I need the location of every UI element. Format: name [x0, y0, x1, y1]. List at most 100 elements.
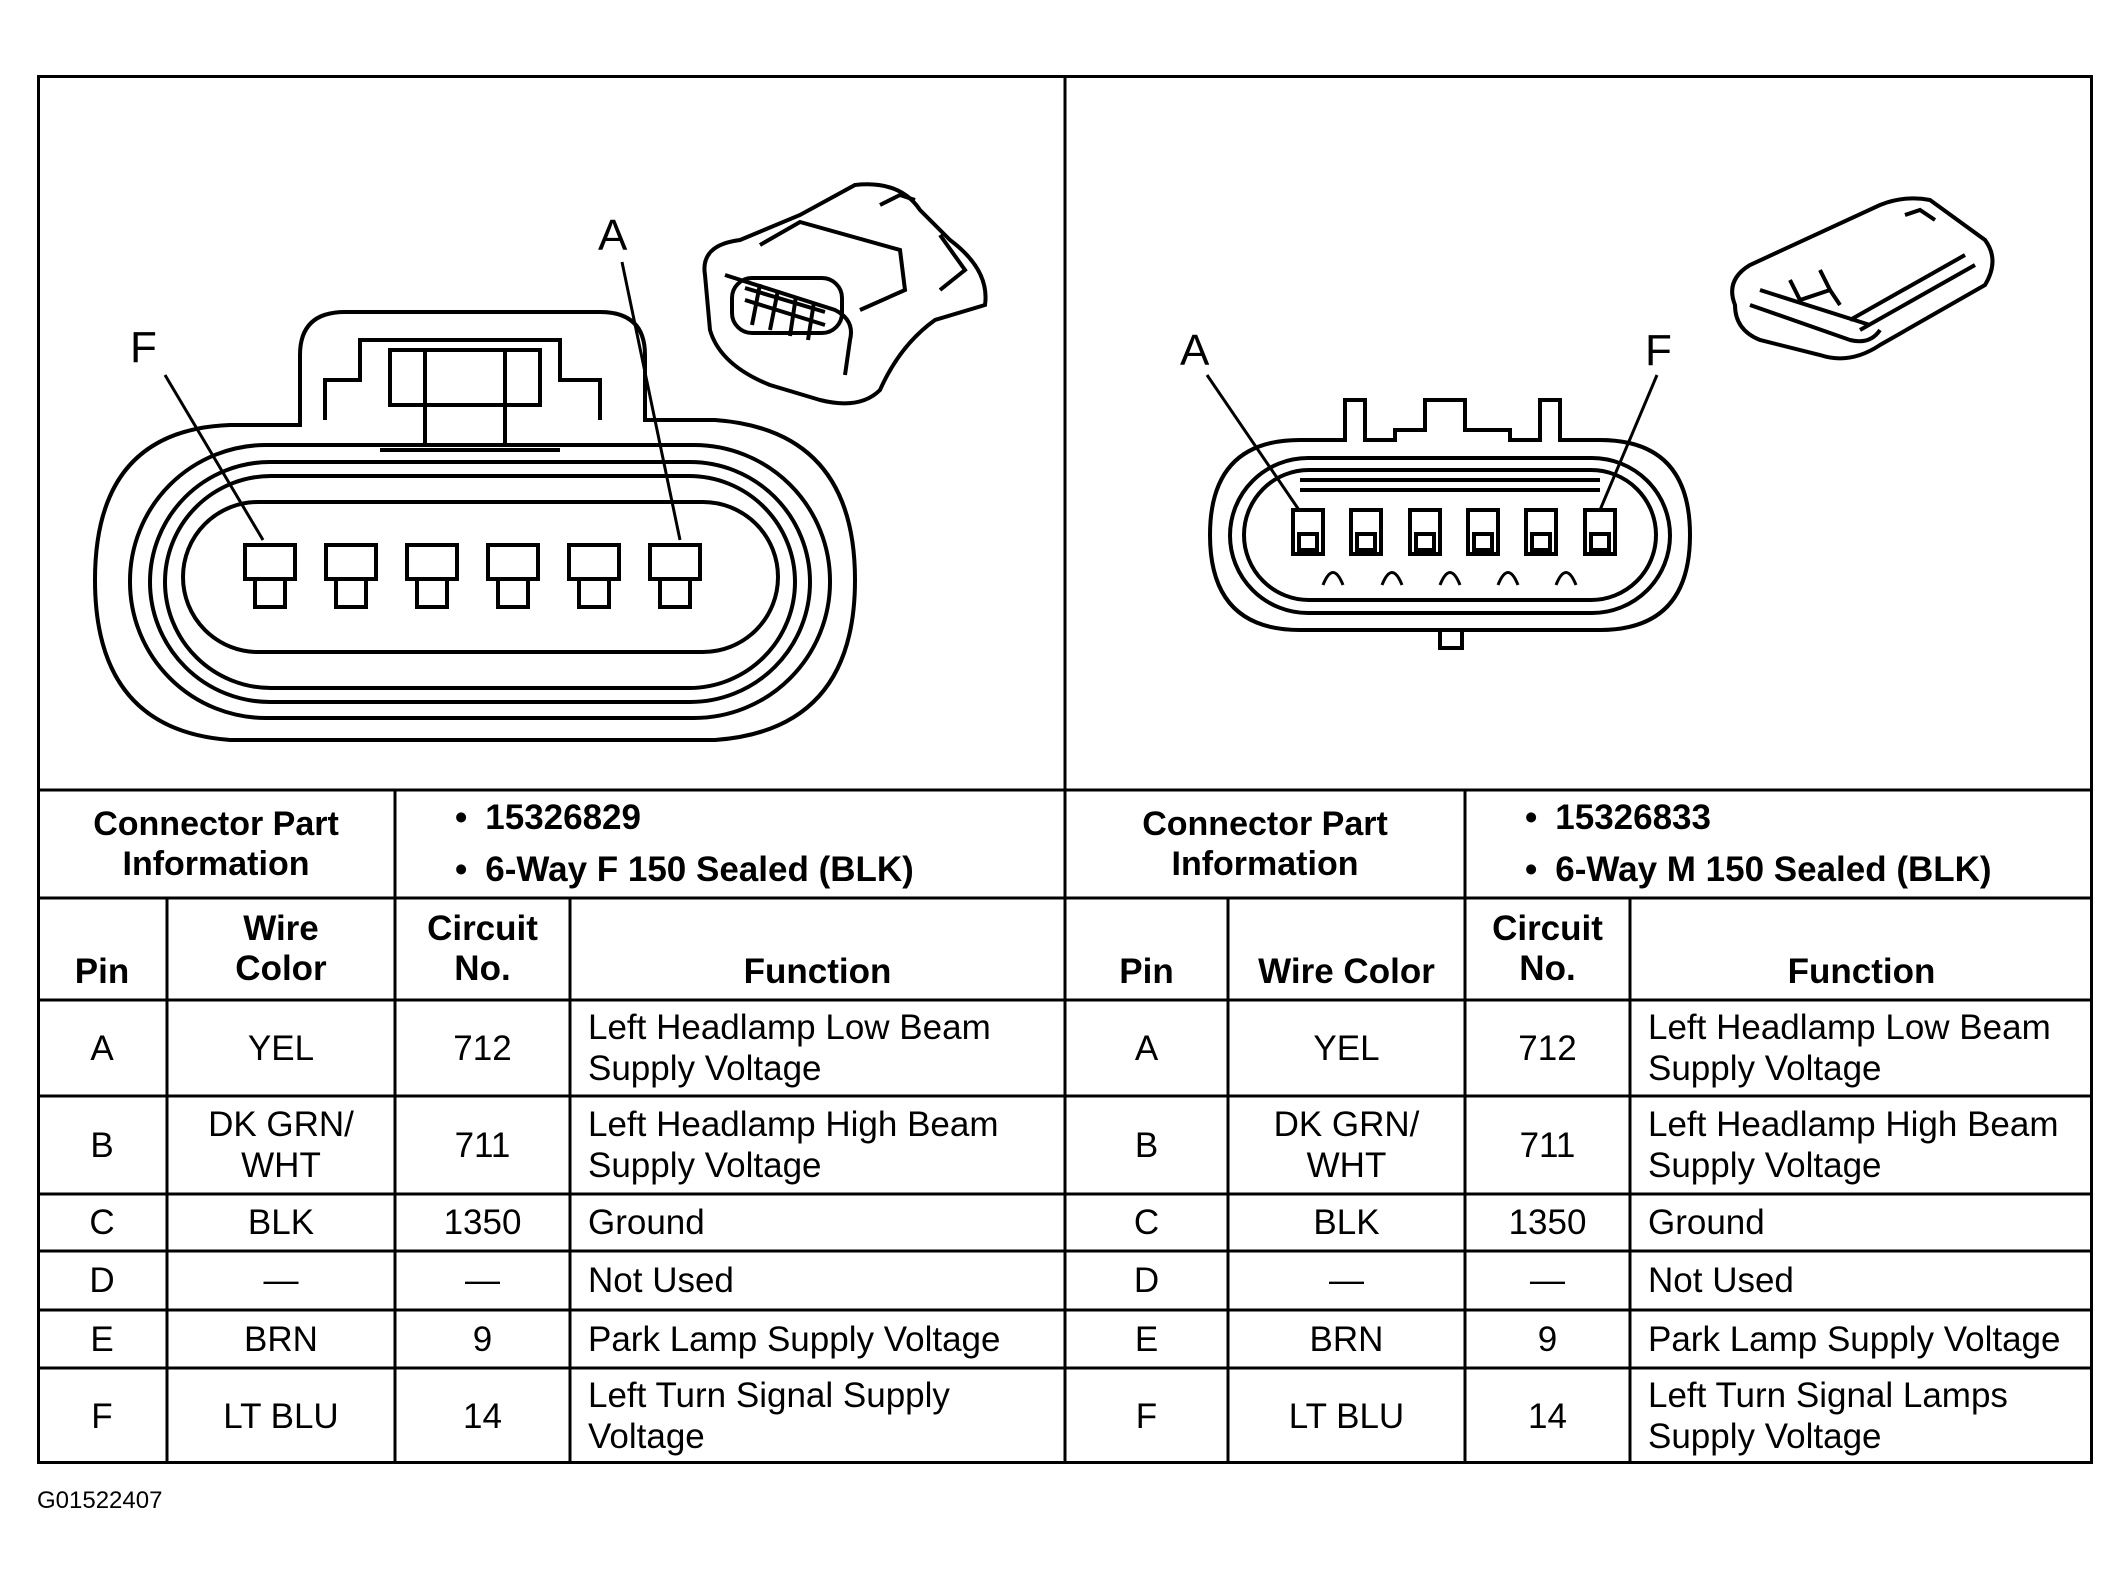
pin-value: B — [1134, 1125, 1159, 1165]
pin-socket — [1472, 532, 1494, 552]
circuit-value: — — [1530, 1261, 1565, 1300]
func-line: Not Used — [1648, 1261, 1794, 1300]
cell-func: Park Lamp Supply Voltage — [1630, 1310, 2093, 1368]
cell-pin: A — [37, 1000, 167, 1096]
func-line: Left Turn Signal Supply — [588, 1376, 950, 1415]
part-number: 15326833 — [1525, 792, 1711, 844]
cell-wire: BLK — [1228, 1194, 1465, 1251]
circuit-value: 9 — [1537, 1319, 1558, 1359]
pin-socket — [1355, 532, 1377, 552]
right-connector-info-values: 15326833 6-Way M 150 Sealed (BLK) — [1465, 790, 2093, 898]
header-line: No. — [454, 949, 511, 988]
cell-circuit: 14 — [1465, 1368, 1630, 1464]
left-header-function: Function — [743, 952, 892, 991]
pin-socket — [577, 577, 611, 609]
part-number: 15326829 — [455, 792, 641, 844]
func-line: Supply Voltage — [588, 1146, 822, 1185]
cell-func: Park Lamp Supply Voltage — [570, 1310, 1065, 1368]
pin-value: C — [89, 1203, 115, 1242]
leader-line-f-left — [163, 374, 265, 541]
wire-line: YEL — [247, 1028, 315, 1068]
circuit-value: 14 — [1528, 1396, 1567, 1436]
male-connector-isometric — [1730, 196, 1995, 361]
cell-wire: LT BLU — [1228, 1368, 1465, 1464]
cell-wire: — — [167, 1251, 395, 1310]
part-description: 6-Way M 150 Sealed (BLK) — [1525, 844, 1991, 896]
cell-wire: YEL — [167, 1000, 395, 1096]
wire-line: BLK — [247, 1203, 315, 1242]
pin-value: E — [1134, 1319, 1159, 1359]
cell-wire: DK GRN/WHT — [167, 1096, 395, 1194]
circuit-value: 711 — [1519, 1125, 1576, 1165]
wire-line: BLK — [1313, 1203, 1380, 1242]
pin-value: F — [1135, 1396, 1158, 1436]
pin-socket — [243, 543, 297, 581]
func-line: Park Lamp Supply Voltage — [1648, 1319, 2061, 1359]
cell-circuit: 1350 — [1465, 1194, 1630, 1251]
pin-socket — [1414, 532, 1436, 552]
func-line: Left Headlamp Low Beam — [1648, 1008, 2051, 1047]
cell-pin: F — [1065, 1368, 1228, 1464]
pin-value: D — [89, 1261, 115, 1300]
cell-circuit: 1350 — [395, 1194, 570, 1251]
male-pin-row — [1291, 508, 1617, 556]
pin-letter-f-right: F — [1645, 326, 1672, 375]
cell-wire: BLK — [167, 1194, 395, 1251]
cell-pin: F — [37, 1368, 167, 1464]
wire-line: WHT — [1306, 1146, 1387, 1185]
left-header-pin: Pin — [74, 952, 130, 991]
cell-wire: YEL — [1228, 1000, 1465, 1096]
cell-pin: D — [37, 1251, 167, 1310]
cell-circuit: 9 — [395, 1310, 570, 1368]
cell-pin: E — [1065, 1310, 1228, 1368]
connector-info-line: Connector Part — [93, 805, 339, 843]
cell-pin: C — [37, 1194, 167, 1251]
right-header-wire-color: Wire Color — [1258, 952, 1435, 991]
header-line: Circuit — [1492, 909, 1603, 948]
pin-socket — [1589, 532, 1611, 552]
func-line: Park Lamp Supply Voltage — [588, 1319, 1001, 1359]
leader-line-a-right — [1205, 374, 1301, 511]
wire-line: LT BLU — [1288, 1396, 1405, 1436]
connector-info-line: Information — [122, 845, 310, 883]
cell-wire: BRN — [1228, 1310, 1465, 1368]
wire-line: DK GRN/ — [1273, 1105, 1420, 1144]
circuit-value: 712 — [1518, 1028, 1577, 1068]
pin-value: C — [1133, 1203, 1160, 1242]
pin-value: D — [1133, 1261, 1160, 1300]
right-header-pin: Pin — [1119, 952, 1174, 991]
cell-circuit: 14 — [395, 1368, 570, 1464]
wire-line: WHT — [241, 1146, 321, 1185]
pin-letter-a-right: A — [1180, 326, 1210, 375]
cell-circuit: 711 — [1465, 1096, 1630, 1194]
male-pin-socket — [1349, 508, 1383, 556]
func-line: Left Headlamp Low Beam — [588, 1008, 991, 1047]
male-pin-keys — [1321, 571, 1578, 586]
cell-circuit: 9 — [1465, 1310, 1630, 1368]
pin-socket — [1530, 532, 1552, 552]
func-line: Ground — [588, 1203, 705, 1242]
wire-line: DK GRN/ — [208, 1105, 354, 1144]
left-connector-info-values: 15326829 6-Way F 150 Sealed (BLK) — [395, 790, 1065, 898]
leader-line-a-left — [620, 261, 682, 541]
cell-wire: LT BLU — [167, 1368, 395, 1464]
pin-socket — [253, 577, 287, 609]
circuit-value: — — [465, 1261, 500, 1300]
wire-line: — — [263, 1261, 299, 1300]
female-pin-row — [243, 543, 702, 609]
female-pin-socket — [243, 543, 297, 609]
right-connector-info-label: Connector Part Information — [1065, 790, 1465, 898]
wire-line: LT BLU — [223, 1396, 339, 1436]
female-pin-socket — [405, 543, 459, 609]
female-pin-socket — [486, 543, 540, 609]
func-line: Not Used — [588, 1261, 734, 1300]
cell-circuit: 711 — [395, 1096, 570, 1194]
func-line: Supply Voltage — [1648, 1049, 1882, 1088]
func-line: Left Headlamp High Beam — [1648, 1105, 2059, 1144]
cell-pin: B — [37, 1096, 167, 1194]
header-line: Circuit — [427, 909, 538, 948]
